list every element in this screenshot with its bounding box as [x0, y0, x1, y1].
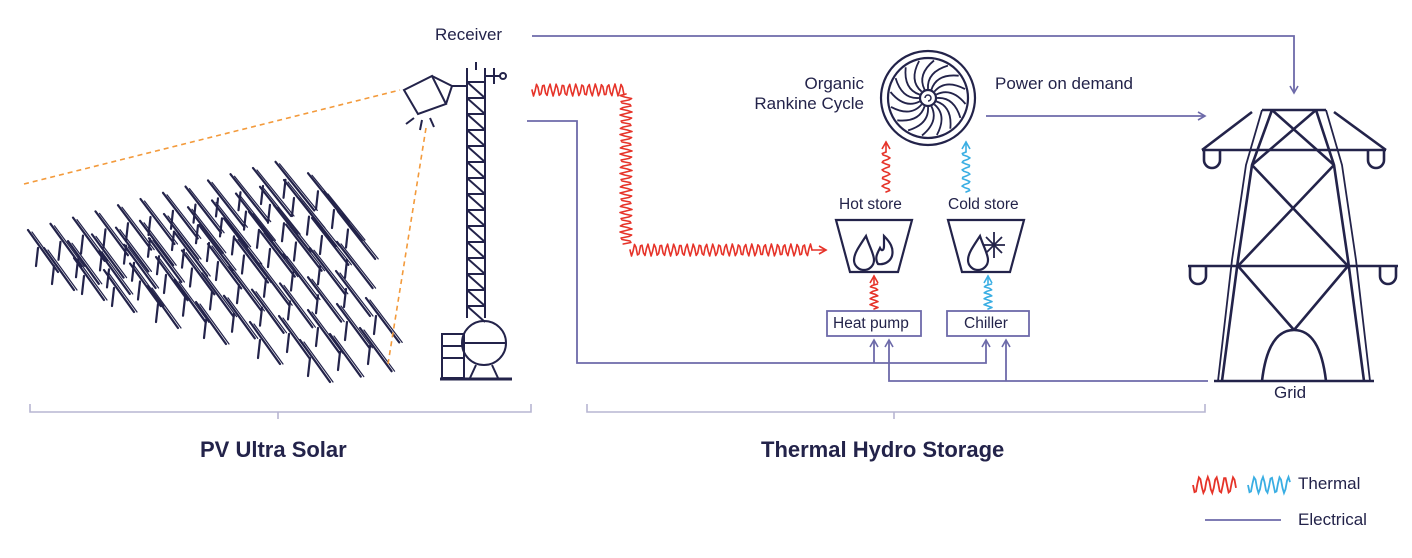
heliostat-mirror: [328, 332, 365, 378]
section-pv-ultra-solar: PV Ultra Solar: [200, 437, 347, 462]
turbine-blade: [935, 100, 952, 129]
turbine-blade: [927, 64, 949, 90]
heat-pump-box: [826, 310, 922, 337]
heliostat-mirror: [254, 259, 293, 307]
receiver-label: Receiver: [435, 25, 503, 44]
turbine-blade: [935, 91, 967, 105]
heliostat-mirror: [184, 185, 225, 234]
heliostat-mirror: [251, 166, 295, 218]
heliostat-mirror: [298, 338, 334, 384]
heliostat-mirror: [122, 243, 160, 290]
sun-rays: [23, 89, 427, 365]
pylon-icon: [1188, 108, 1398, 383]
heliostat-mirror: [222, 217, 263, 266]
heliostat-mirror: [335, 240, 377, 290]
thermal-flow-cold-to-orc: [961, 151, 971, 193]
hot-store-label: Hot store: [839, 196, 902, 213]
turbine-blade: [894, 77, 920, 99]
turbine-blade: [933, 83, 966, 93]
electrical-lines: [527, 35, 1299, 382]
heat-pump-label: Heat pump: [833, 315, 909, 332]
power-on-demand-label: Power on demand: [995, 74, 1133, 93]
heliostat-mirror: [308, 247, 349, 295]
heliostat-mirror: [248, 320, 284, 366]
legend-thermal-label: Thermal: [1298, 474, 1361, 493]
orc-label-line2: Rankine Cycle: [754, 94, 864, 113]
heliostat-mirror: [250, 288, 288, 334]
turbine-blade: [890, 103, 923, 113]
heliostat-mirror: [247, 210, 289, 260]
orc-label-line1: Organic: [804, 74, 864, 93]
heliostat-mirror: [306, 276, 345, 323]
heliostat-mirror: [227, 266, 265, 312]
heliostat-mirror: [222, 294, 259, 340]
heliostat-mirror: [72, 256, 108, 302]
heliostat-mirror: [200, 272, 238, 318]
chiller-box: [946, 310, 1030, 337]
heliostat-mirror: [42, 246, 78, 292]
turbine-blade: [921, 59, 935, 91]
heliostat-mirror: [306, 308, 344, 355]
turbine-blade: [936, 97, 962, 119]
heliostat-mirror: [146, 284, 182, 330]
turbine-blade: [897, 105, 926, 122]
heliostat-mirror: [335, 302, 373, 349]
mirror-field-icon: [26, 160, 403, 384]
thermal-flows: [531, 83, 993, 310]
heliostat-mirror: [138, 219, 177, 267]
cold-store-label: Cold store: [948, 196, 1019, 213]
turbine-blade: [889, 91, 921, 105]
legend-electrical-label: Electrical: [1298, 510, 1367, 529]
hot-store-flame-icon: [834, 218, 914, 274]
thermal-flow-chiller-to-cold: [983, 283, 993, 310]
thermal-flow-receiver-v: [619, 93, 633, 245]
solar-tower-icon: [440, 62, 512, 381]
heliostat-mirror: [278, 282, 316, 329]
section-brackets: [29, 404, 1206, 419]
heliostat-mirror: [194, 300, 230, 346]
heliostat-mirror: [232, 236, 272, 284]
heliostat-mirror: [284, 223, 326, 272]
heliostat-mirror: [358, 326, 396, 373]
thermal-flow-receiver-h: [531, 83, 625, 97]
heliostat-mirror: [336, 210, 379, 260]
heliostat-mirror: [310, 216, 352, 266]
turbine-blade: [913, 60, 923, 93]
thermal-flow-heatpump-to-hot: [869, 283, 879, 310]
heliostat-mirror: [102, 268, 138, 314]
legend-thermal-hot-mark: [1192, 474, 1237, 496]
receiver-lamp-icon: [402, 74, 466, 131]
heliostat-mirror: [258, 229, 299, 278]
chiller-label: Chiller: [964, 315, 1008, 332]
turbine-blade: [930, 74, 959, 91]
heliostat-mirror: [161, 191, 202, 240]
turbine-blade: [933, 103, 943, 136]
heliostat-mirror: [334, 269, 374, 318]
legend-thermal-cold-mark: [1247, 474, 1291, 496]
thermal-flow-to-hot-store: [629, 243, 813, 257]
heliostat-mirror: [281, 253, 321, 301]
section-thermal-hydro-storage: Thermal Hydro Storage: [761, 437, 1005, 462]
cold-store-snowflake-icon: [946, 218, 1026, 274]
heliostat-mirror: [364, 296, 403, 344]
grid-label: Grid: [1274, 383, 1307, 402]
thermal-flow-hot-to-orc: [881, 151, 891, 193]
turbine-icon: [879, 49, 977, 147]
heliostat-mirror: [173, 278, 210, 324]
turbine-blade: [921, 105, 935, 137]
heliostat-mirror: [322, 190, 366, 242]
turbine-blade: [907, 106, 929, 132]
turbine-blade: [904, 67, 921, 96]
